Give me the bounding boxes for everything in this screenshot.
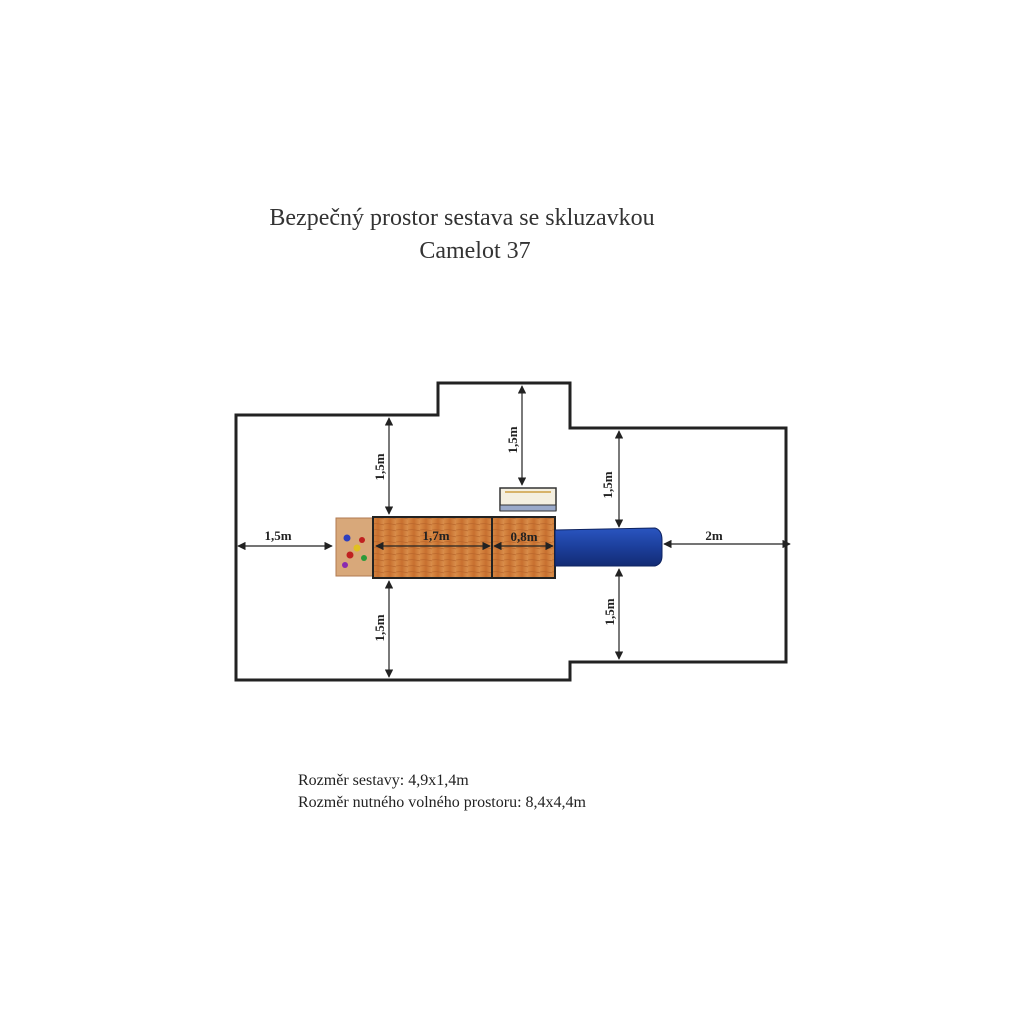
top-slide-label: 1,5m	[600, 471, 615, 498]
slide	[554, 527, 663, 567]
free-space-note: Rozměr nutného volného prostoru: 8,4x4,4…	[298, 794, 586, 811]
top-tower-label: 1,5m	[372, 453, 387, 480]
platform-block	[491, 516, 556, 579]
top-swing-label: 1,5m	[505, 426, 520, 453]
tower-block	[372, 516, 493, 579]
swing-seat	[499, 487, 557, 512]
diagram-subtitle: Camelot 37	[419, 238, 531, 264]
right-clearance-label: 2m	[705, 528, 723, 543]
bottom-slide-label: 1,5m	[602, 598, 617, 625]
platform-length-label: 0,8m	[510, 529, 537, 544]
safety-zone-outline	[234, 381, 788, 682]
diagram-title: Bezpečný prostor sestava se skluzavkou	[269, 205, 655, 231]
tower-length-label: 1,7m	[422, 528, 449, 543]
set-size-note: Rozměr sestavy: 4,9x1,4m	[298, 772, 469, 789]
bottom-tower-label: 1,5m	[372, 614, 387, 641]
left-clearance-label: 1,5m	[264, 528, 291, 543]
climbing-wall	[335, 517, 375, 577]
